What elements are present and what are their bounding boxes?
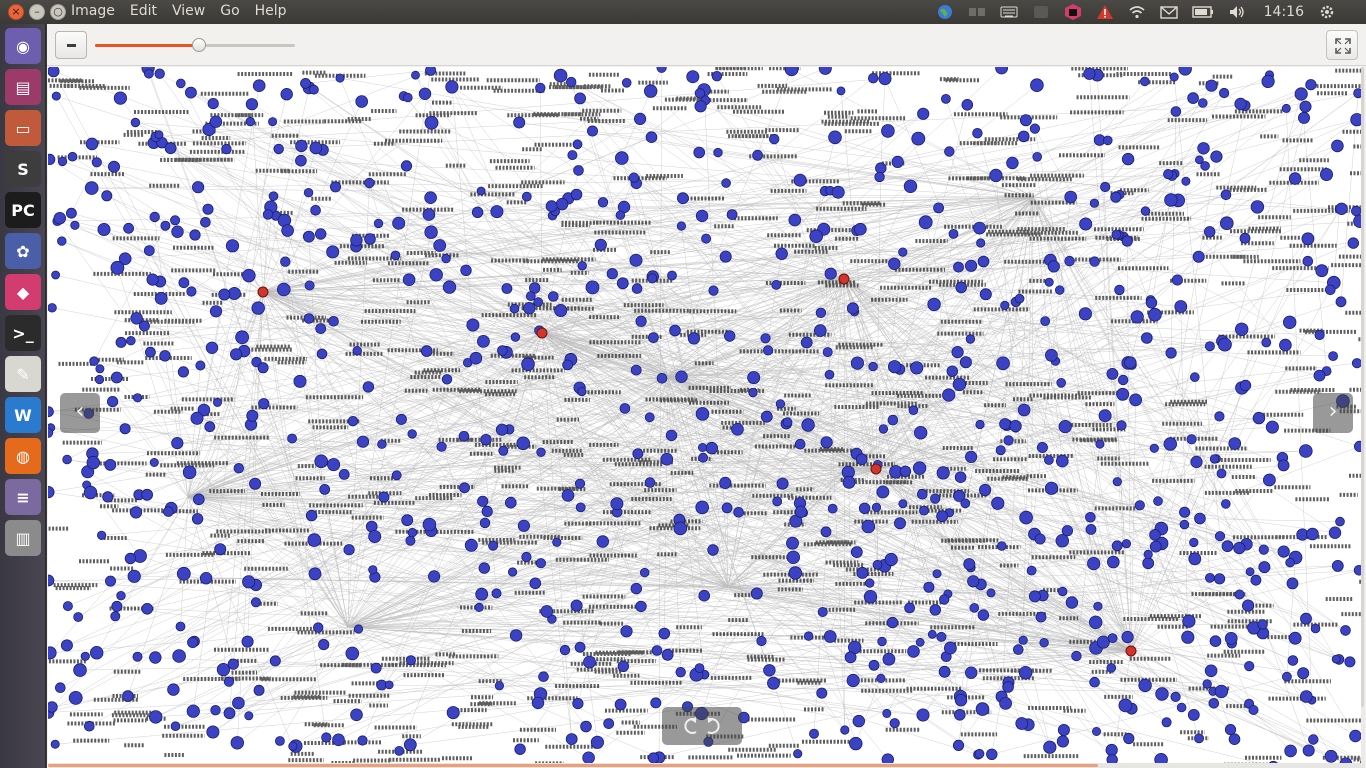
previous-image-button[interactable]: ‹ (60, 393, 100, 433)
text-editor-icon[interactable]: ✎ (5, 356, 41, 392)
warning-icon[interactable] (1096, 4, 1114, 20)
clock[interactable]: 14:16 (1263, 4, 1304, 20)
top-panel: × – ○ Image Edit View Go Help 14:16 (0, 0, 1366, 24)
terminal-icon[interactable]: >_ (5, 315, 41, 351)
menu-edit[interactable]: Edit (129, 3, 157, 19)
jetbrains-toolbox-icon[interactable] (1064, 4, 1082, 20)
rotate-controls (662, 707, 742, 745)
gnome-tweak-icon[interactable]: ✿ (5, 233, 41, 269)
image-canvas[interactable]: ‹ › (48, 67, 1365, 768)
pycharm-icon[interactable]: PC (5, 192, 41, 228)
sublime-text-icon[interactable]: S (5, 151, 41, 187)
keyboard-layout-icon[interactable] (968, 4, 986, 20)
zoom-out-button[interactable] (55, 31, 87, 59)
zoom-slider-fill (95, 44, 199, 47)
menu-image[interactable]: Image (71, 3, 115, 19)
globe-icon[interactable] (936, 4, 954, 20)
menu-help[interactable]: Help (254, 3, 287, 19)
menu-bar: Image Edit View Go Help (71, 3, 287, 19)
network-graph-image (48, 67, 1365, 768)
trash-icon[interactable]: ▥ (5, 520, 41, 556)
graph-nodes (48, 67, 1365, 768)
volume-icon[interactable] (1228, 4, 1246, 20)
writer-icon[interactable]: W (5, 397, 41, 433)
fullscreen-button[interactable] (1326, 30, 1358, 60)
firefox-icon[interactable]: ◍ (5, 438, 41, 474)
mail-icon[interactable] (1159, 4, 1178, 20)
image-viewer-window: ‹ › (47, 24, 1366, 768)
zoom-slider-thumb[interactable] (192, 38, 206, 52)
jetbrains-toolbox-launcher-icon[interactable]: ◆ (5, 274, 41, 310)
vertical-scrollbar[interactable] (1361, 67, 1365, 768)
launcher: ◉ ▤ ▭ S PC ✿ ◆ >_ ✎ W ◍ ≡ ▥ (0, 24, 46, 768)
next-image-button[interactable]: › (1313, 393, 1353, 433)
wifi-icon[interactable] (1128, 4, 1146, 20)
minimize-window-button[interactable]: – (29, 4, 45, 20)
vertical-scroll-thumb[interactable] (1361, 67, 1364, 707)
keyboard-icon[interactable] (1000, 4, 1018, 20)
horizontal-scrollbar[interactable] (48, 763, 1365, 768)
files-icon[interactable]: ▤ (5, 69, 41, 105)
graph-label-scribbles (48, 67, 1365, 768)
horizontal-scroll-thumb[interactable] (48, 764, 1098, 767)
battery-icon[interactable] (1191, 4, 1214, 20)
session-gear-icon[interactable] (1318, 4, 1336, 20)
file-manager-icon[interactable]: ▭ (5, 110, 41, 146)
zoom-slider[interactable] (95, 38, 295, 52)
app-indicator-icon[interactable] (1032, 4, 1050, 20)
toolbar (47, 24, 1366, 66)
maximize-window-button[interactable]: ○ (50, 4, 66, 20)
menu-go[interactable]: Go (220, 3, 240, 19)
fullscreen-icon (1335, 38, 1351, 54)
indicator-area: 14:16 (936, 0, 1366, 24)
close-window-button[interactable]: × (8, 4, 24, 20)
menu-view[interactable]: View (171, 3, 206, 19)
ubuntu-dash-icon[interactable]: ◉ (5, 28, 41, 64)
apps-stack-icon[interactable]: ≡ (5, 479, 41, 515)
